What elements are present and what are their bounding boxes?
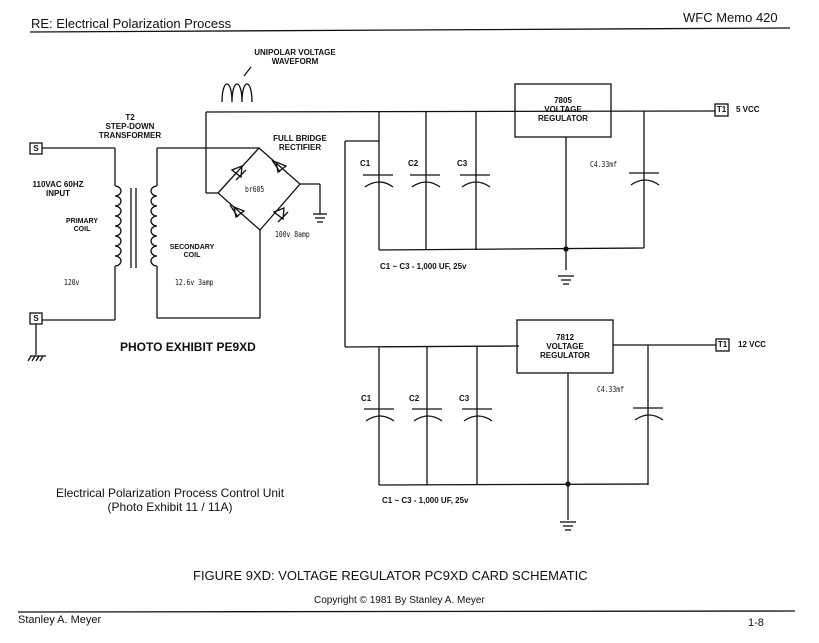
cap-c1-12v	[364, 408, 395, 422]
cap-c4-5v	[629, 172, 660, 186]
rectifier-label: FULL BRIDGE RECTIFIER	[273, 134, 327, 152]
diode-4	[272, 207, 289, 223]
output-12vcc: 12 VCC	[738, 340, 767, 349]
cap-c4-12v-label: C4.33mf	[597, 385, 624, 394]
photo-exhibit-label: PHOTO EXHIBIT PE9XD	[120, 340, 256, 354]
page-number: 1-8	[748, 617, 764, 629]
terminal-s-top: S	[33, 144, 39, 153]
regulator-7805-box	[514, 83, 612, 138]
cap-c2-12v-label: C2	[409, 394, 420, 403]
cap-c2-5v	[410, 174, 441, 188]
primary-coil	[114, 185, 122, 267]
memo-number: WFC Memo 420	[683, 10, 778, 25]
cap-c3-5v-label: C3	[457, 159, 468, 168]
transformer-label: T2 STEP-DOWN TRANSFORMER	[98, 113, 162, 140]
secondary-coil-label: SECONDARY COIL	[169, 244, 215, 259]
diode-1	[230, 165, 247, 181]
primary-coil-label: PRIMARY COIL	[65, 218, 99, 233]
diode-3	[229, 204, 246, 219]
cap-note-5v: C1 ~ C3 - 1,000 UF, 25v	[380, 262, 467, 271]
cap-c3-12v	[462, 408, 493, 422]
rectifier-rating: 100v 8amp	[275, 230, 310, 239]
terminal-s-bottom: S	[33, 314, 39, 323]
regulator-7805-label: 7805 VOLTAGE REGULATOR	[538, 96, 588, 123]
bridge-rectifier	[217, 147, 301, 231]
diode-2	[271, 159, 288, 174]
cap-c1-12v-label: C1	[361, 394, 372, 403]
cap-c2-5v-label: C2	[408, 159, 419, 168]
control-unit-caption: Electrical Polarization Process Control …	[55, 486, 285, 514]
cap-note-12v: C1 ~ C3 - 1,000 UF, 25v	[382, 496, 469, 505]
waveform-pointer	[243, 66, 252, 77]
cap-c2-12v	[412, 408, 443, 422]
cap-c4-5v-label: C4.33mf	[590, 160, 617, 169]
cap-c3-12v-label: C3	[459, 394, 470, 403]
waveform-label: UNIPOLAR VOLTAGE WAVEFORM	[254, 48, 336, 66]
cap-c4-12v	[633, 407, 664, 421]
terminal-5v-box	[714, 103, 729, 117]
rectifier-part: br605	[245, 185, 265, 194]
primary-voltage: 120v	[64, 278, 80, 287]
terminal-t1-5v: T1	[716, 105, 727, 114]
copyright: Copyright © 1981 By Stanley A. Meyer	[314, 595, 485, 606]
cap-c3-5v	[460, 174, 491, 188]
header-title: RE: Electrical Polarization Process	[31, 16, 232, 31]
regulator-7812-box	[516, 319, 614, 374]
input-label: 110VAC 60HZ INPUT	[32, 180, 84, 198]
footer-author: Stanley A. Meyer	[18, 614, 102, 626]
footer-rule	[17, 610, 796, 613]
secondary-rating: 12.6v 3amp	[175, 278, 214, 287]
figure-title: FIGURE 9XD: VOLTAGE REGULATOR PC9XD CARD…	[193, 568, 588, 583]
waveform-symbol	[221, 83, 253, 103]
terminal-t1-12v: T1	[717, 340, 728, 349]
secondary-coil	[150, 185, 158, 267]
cap-c1-5v	[363, 174, 394, 188]
terminal-12v-box	[715, 338, 730, 352]
regulator-7812-label: 7812 VOLTAGE REGULATOR	[540, 333, 590, 360]
cap-c1-5v-label: C1	[360, 159, 371, 168]
header-rule	[29, 27, 791, 33]
output-5vcc: 5 VCC	[736, 105, 760, 114]
